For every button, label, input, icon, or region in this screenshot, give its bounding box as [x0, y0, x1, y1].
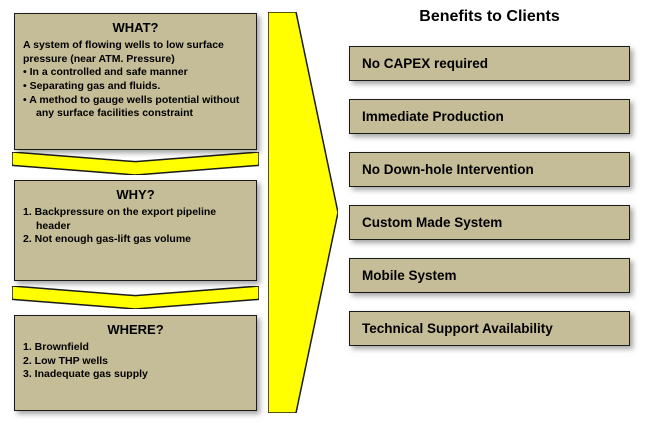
what-box: WHAT? A system of flowing wells to low s…: [14, 13, 257, 150]
down-chevron-shape: [12, 286, 259, 309]
what-title: WHAT?: [112, 20, 159, 35]
benefit-item: Mobile System: [349, 258, 630, 293]
down-chevron-shape: [12, 152, 259, 175]
benefits-title: Benefits to Clients: [419, 8, 560, 25]
why-title: WHY?: [116, 187, 155, 202]
benefits-panel: Benefits to Clients No CAPEX required Im…: [349, 8, 630, 346]
benefit-list: No CAPEX required Immediate Production N…: [349, 46, 630, 346]
why-line: 1. Backpressure on the export pipeline h…: [23, 206, 217, 232]
where-line: 3. Inadequate gas supply: [23, 368, 148, 381]
where-line: 2. Low THP wells: [23, 354, 108, 367]
benefit-item: Immediate Production: [349, 99, 630, 134]
benefit-item: No CAPEX required: [349, 46, 630, 81]
what-line: • A method to gauge wells potential with…: [23, 93, 240, 120]
benefit-item: No Down-hole Intervention: [349, 152, 630, 187]
benefit-item: Technical Support Availability: [349, 311, 630, 346]
what-line: A system of flowing wells to low surface…: [23, 39, 224, 65]
where-line: 1. Brownfield: [23, 341, 89, 353]
where-title: WHERE?: [107, 322, 164, 337]
what-line: • In a controlled and safe manner: [23, 66, 188, 79]
where-box: WHERE? 1. Brownfield 2. Low THP wells 3.…: [14, 315, 257, 411]
what-line: • Separating gas and fluids.: [23, 79, 161, 92]
benefit-item: Custom Made System: [349, 205, 630, 240]
right-arrow-shape: [268, 12, 338, 413]
why-line: 2. Not enough gas-lift gas volume: [23, 233, 192, 246]
why-box: WHY? 1. Backpressure on the export pipel…: [14, 180, 257, 281]
